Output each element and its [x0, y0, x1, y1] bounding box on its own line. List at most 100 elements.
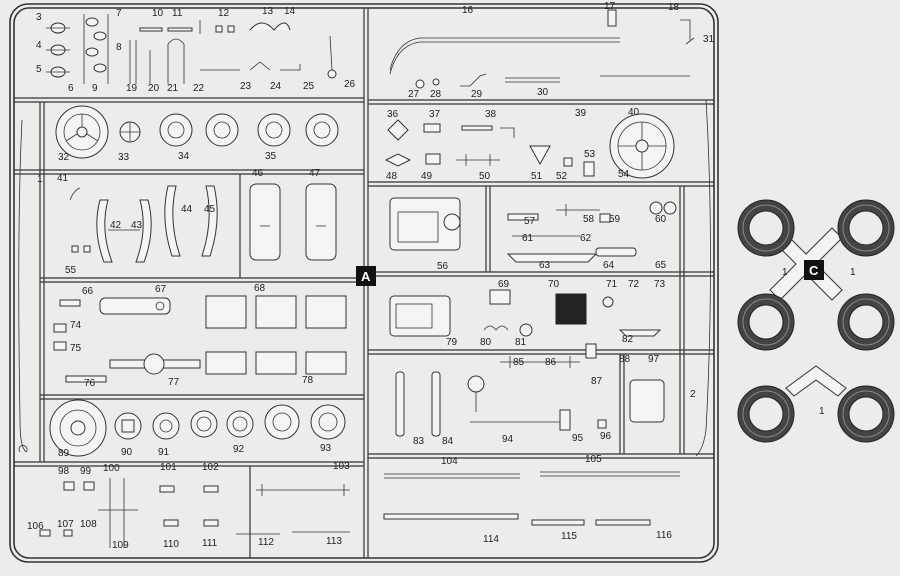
sprue-a-part-label: 95 [572, 433, 584, 444]
sprue-a-part-label: 108 [80, 519, 97, 530]
part-7-9-levers [83, 14, 109, 84]
sprue-c-badge: C [804, 260, 824, 280]
sprue-a-part-label: 45 [204, 204, 216, 215]
sprue-a-part-label: 89 [58, 448, 70, 459]
sprue-a-part-label: 110 [163, 539, 179, 550]
sprue-a-part-label: 36 [387, 109, 399, 120]
sprue-a-part-label: 46 [252, 168, 264, 179]
sprue-a-part-label: 113 [326, 536, 342, 547]
part-19-26-brackets [129, 35, 337, 84]
part-98-102-small [63, 478, 219, 548]
sprue-a-part-label: 64 [603, 260, 615, 271]
part-48-54-small [384, 145, 595, 177]
sprue-a-part-label: 101 [160, 462, 177, 473]
sprue-a-part-label: 17 [604, 1, 616, 12]
sprue-a-part-label: 2 [690, 389, 696, 400]
sprue-a-part-label: 34 [178, 151, 190, 162]
sprue-a-part-label: 39 [575, 108, 587, 119]
sprue-a-part-label: 79 [446, 337, 458, 348]
sprue-a-part-label: 1 [37, 174, 43, 185]
sprue-a-part-label: 67 [155, 284, 167, 295]
sprue-a-part-label: 41 [57, 173, 69, 184]
part-40-wheel [609, 113, 675, 179]
sprue-a-part-label: 80 [480, 337, 492, 348]
sprue-a-part-label: 31 [703, 34, 715, 45]
sprue-a-part-label: 42 [110, 220, 122, 231]
part-89-wheel [49, 399, 107, 457]
sprue-a-part-label: 55 [65, 265, 77, 276]
part-66-67-small [59, 297, 171, 315]
sprue-a-part-label: 7 [116, 8, 122, 19]
part-10-11-rods [139, 20, 201, 34]
sprue-a-part-label: 72 [628, 279, 640, 290]
sprue-a-part-label: 85 [513, 357, 525, 368]
sprue-a-part-label: 104 [441, 456, 458, 467]
sprue-c-letter: C [809, 263, 819, 278]
sprue-a-part-label: 112 [258, 537, 274, 548]
part-42-43-springs [96, 199, 152, 263]
part-44-45-springs [164, 185, 218, 257]
sprue-a-part-label: 74 [70, 320, 82, 331]
sprue-a-part-label: 65 [655, 260, 667, 271]
sprue-a-part-label: 56 [437, 261, 449, 272]
part-57-65-frame [506, 201, 677, 263]
part-78-panels [205, 351, 347, 375]
sprue-a-part-label: 88 [619, 354, 631, 365]
sprue-a-part-label: 93 [320, 443, 332, 454]
sprue-a-part-label: 33 [118, 152, 130, 163]
sprue-a-part-label: 69 [498, 279, 510, 290]
sprue-a-part-label: 22 [193, 83, 205, 94]
sprue-a-part-label: 86 [545, 357, 557, 368]
sprue-a-part-label: 10 [152, 8, 164, 19]
sprue-a-part-label: 23 [240, 81, 252, 92]
part-27-30-small [415, 73, 690, 89]
part-74-77-axle [53, 323, 201, 383]
sprue-c-part-label: 1 [819, 406, 825, 417]
part-41-55-small [69, 187, 91, 253]
sprue-a-part-label: 37 [429, 109, 441, 120]
sprue-a-part-label: 40 [628, 107, 640, 118]
sprue-a-part-label: 8 [116, 42, 122, 53]
part-3-5-levers [46, 22, 70, 78]
part-103-bar [256, 484, 350, 496]
sprue-a-part-label: 97 [648, 354, 660, 365]
sprue-a-part-label: 105 [585, 454, 602, 465]
sprue-a-part-label: 6 [68, 83, 74, 94]
sprue-a-part-label: 71 [606, 279, 618, 290]
sprue-a-part-label: 14 [284, 6, 296, 17]
sprue-a-part-label: 102 [202, 462, 219, 473]
sprue-a-part-label: 16 [462, 5, 474, 16]
sprue-a-part-label: 9 [92, 83, 98, 94]
sprue-a-part-label: 109 [112, 540, 129, 551]
sprue-a-part-label: 24 [270, 81, 282, 92]
sprue-a-part-label: 98 [58, 466, 70, 477]
sprue-a-part-label: 50 [479, 171, 491, 182]
sprue-a-part-label: 73 [654, 279, 666, 290]
sprue-a-part-label: 103 [333, 461, 350, 472]
sprue-a-part-label: 68 [254, 283, 266, 294]
sprue-c-tire-4 [837, 293, 895, 351]
sprue-a-part-label: 4 [36, 40, 42, 51]
sprue-c-tire-6 [837, 385, 895, 443]
sprue-a-part-label: 20 [148, 83, 160, 94]
part-46-47-panels [249, 183, 337, 261]
sprue-a-part-label: 62 [580, 233, 592, 244]
sprue-a-part-label: 96 [600, 431, 612, 442]
sprue-a-part-label: 11 [172, 8, 183, 19]
sprue-a-part-label: 66 [82, 286, 94, 297]
part-94-96-small [467, 375, 665, 431]
part-106-113-small [39, 519, 350, 537]
sprue-a-part-label: 61 [522, 233, 534, 244]
sprue-a-part-label: 87 [591, 376, 603, 387]
sprue-a-badge: A [356, 266, 376, 286]
sprue-a-part-label: 51 [531, 171, 543, 182]
sprue-a-part-label: 27 [408, 89, 420, 100]
sprue-a-part-label: 90 [121, 447, 133, 458]
sprue-a-part-label: 47 [309, 168, 321, 179]
sprue-a-part-label: 28 [430, 89, 442, 100]
sprue-a-part-label: 81 [515, 337, 527, 348]
part-16-bar [389, 37, 620, 75]
sprue-a-part-label: 25 [303, 81, 315, 92]
sprue-a-part-label: 44 [181, 204, 193, 215]
sprue-a-part-label: 35 [265, 151, 277, 162]
